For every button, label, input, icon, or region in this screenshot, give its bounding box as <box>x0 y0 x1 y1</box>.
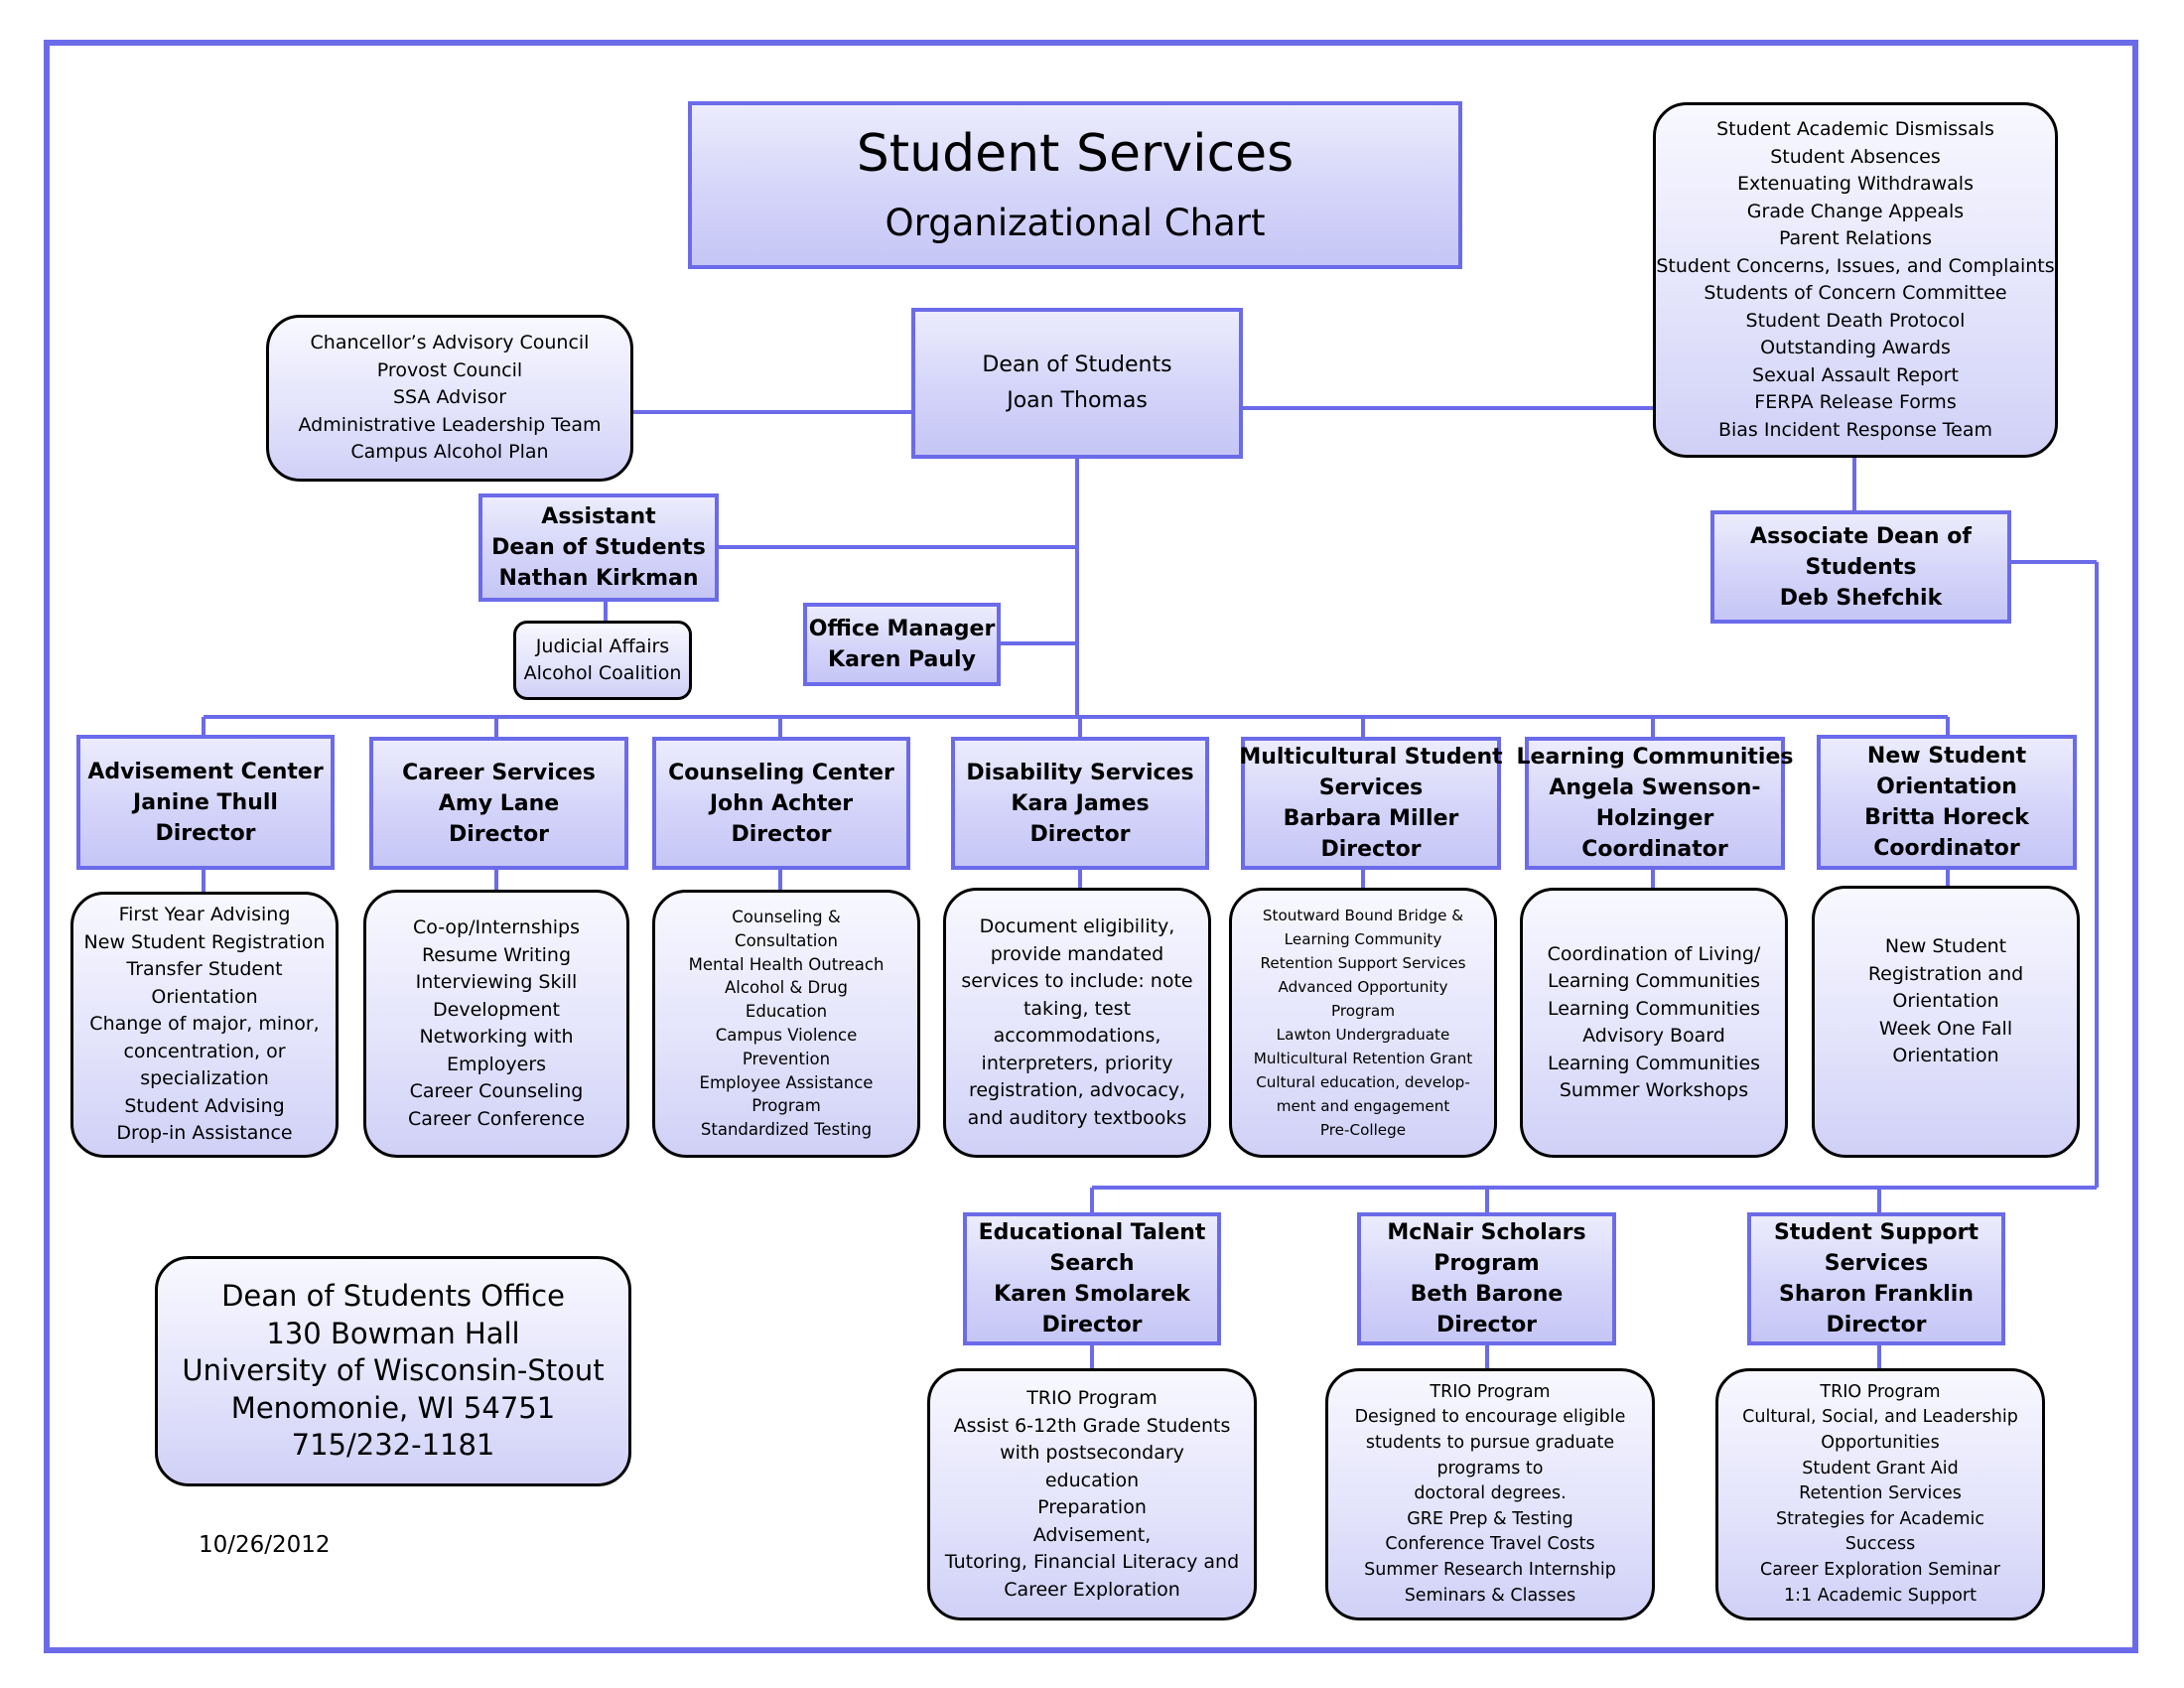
office-university: University of Wisconsin-Stout <box>182 1353 605 1388</box>
dept-header-career: Career Services Amy Lane Director <box>369 737 628 870</box>
dept-header-learning-communities: Learning Communities Angela Swenson- Hol… <box>1517 737 1793 870</box>
responsibility-item: Extenuating Withdrawals <box>1736 173 1974 195</box>
assistant-dean-line: Assistant <box>541 504 656 529</box>
associate-dean-box: Associate Dean of Students Deb Shefchik <box>1710 510 2011 624</box>
dean-box: Dean of Students Joan Thomas <box>911 308 1243 459</box>
responsibility-item: Student Concerns, Issues, and Complaints <box>1656 254 2055 277</box>
committees-box: Chancellor’s Advisory Council Provost Co… <box>266 315 633 482</box>
responsibilities-box: Student Academic Dismissals Student Abse… <box>1653 102 2058 458</box>
responsibility-item: Grade Change Appeals <box>1746 200 1965 222</box>
chart-subtitle: Organizational Chart <box>885 201 1266 244</box>
office-phone: 715/232-1181 <box>291 1428 495 1463</box>
dept-services-counseling: Counseling & Consultation Mental Health … <box>652 890 920 1158</box>
committee-item: Campus Alcohol Plan <box>350 441 549 464</box>
committee-item: Provost Council <box>376 358 523 381</box>
trio-services-educational-talent-search: TRIO Program Assist 6-12th Grade Student… <box>927 1368 1257 1620</box>
associate-dean-line: Students <box>1805 554 1917 580</box>
responsibility-item: Bias Incident Response Team <box>1717 418 1993 441</box>
assistant-dean-name: Nathan Kirkman <box>498 566 699 591</box>
responsibility-item: Parent Relations <box>1778 227 1933 249</box>
committee-item: Administrative Leadership Team <box>298 413 602 436</box>
dept-services-new-student-orientation: New Student Registration and Orientation… <box>1812 886 2080 1158</box>
office-manager-title: Office Manager <box>808 617 996 641</box>
assistant-dean-line: Dean of Students <box>491 535 706 560</box>
assistant-dean-box: Assistant Dean of Students Nathan Kirkma… <box>478 493 719 602</box>
office-city: Menomonie, WI 54751 <box>230 1390 556 1425</box>
dept-services-learning-communities: Coordination of Living/ Learning Communi… <box>1520 888 1788 1158</box>
committee-item: SSA Advisor <box>392 386 507 409</box>
responsibility-item: Student Academic Dismissals <box>1716 118 1994 140</box>
office-room: 130 Bowman Hall <box>266 1316 520 1350</box>
associate-dean-line: Associate Dean of <box>1750 523 1972 549</box>
office-manager-box: Office Manager Karen Pauly <box>803 603 1001 686</box>
office-address-box: Dean of Students Office 130 Bowman Hall … <box>155 1256 631 1486</box>
trio-header-student-support-services: Student Support Services Sharon Franklin… <box>1747 1212 2005 1345</box>
committee-item: Chancellor’s Advisory Council <box>310 332 590 354</box>
dept-header-multicultural: Multicultural Student Services Barbara M… <box>1239 737 1503 870</box>
responsibility-item: Student Death Protocol <box>1745 309 1966 332</box>
dept-services-disability: Document eligibility, provide mandated s… <box>943 888 1211 1158</box>
trio-header-mcnair-scholars: McNair Scholars Program Beth Barone Dire… <box>1357 1212 1616 1345</box>
responsibility-item: Sexual Assault Report <box>1752 363 1959 386</box>
responsibility-item: Outstanding Awards <box>1760 337 1951 358</box>
assistant-duties-box: Judicial Affairs Alcohol Coalition <box>513 621 692 700</box>
trio-services-student-support-services: TRIO Program Cultural, Social, and Leade… <box>1715 1368 2045 1620</box>
office-name: Dean of Students Office <box>221 1279 565 1314</box>
dept-header-new-student-orientation: New Student Orientation Britta Horeck Co… <box>1817 735 2077 870</box>
dept-services-multicultural: Stoutward Bound Bridge & Learning Commun… <box>1229 888 1497 1158</box>
duty-item: Alcohol Coalition <box>523 662 682 684</box>
responsibility-item: Student Absences <box>1770 145 1941 168</box>
dean-title: Dean of Students <box>982 352 1172 377</box>
dept-header-disability: Disability Services Kara James Director <box>951 737 1209 870</box>
responsibility-item: FERPA Release Forms <box>1754 391 1957 413</box>
office-manager-name: Karen Pauly <box>828 647 976 672</box>
dept-header-counseling: Counseling Center John Achter Director <box>652 737 910 870</box>
trio-services-mcnair-scholars: TRIO Program Designed to encourage eligi… <box>1325 1368 1655 1620</box>
chart-title-box: Student Services Organizational Chart <box>688 101 1462 269</box>
dept-services-career: Co-op/Internships Resume Writing Intervi… <box>363 890 629 1158</box>
dept-header-advisement: Advisement Center Janine Thull Director <box>76 735 335 870</box>
responsibility-item: Students of Concern Committee <box>1704 282 2007 304</box>
associate-dean-name: Deb Shefchik <box>1779 585 1943 611</box>
chart-title: Student Services <box>856 123 1295 184</box>
trio-header-educational-talent-search: Educational Talent Search Karen Smolarek… <box>963 1212 1221 1345</box>
dean-name: Joan Thomas <box>1007 388 1148 413</box>
page-frame <box>44 40 2138 1653</box>
chart-date: 10/26/2012 <box>199 1532 331 1558</box>
duty-item: Judicial Affairs <box>535 634 670 657</box>
dept-services-advisement: First Year Advising New Student Registra… <box>70 892 339 1158</box>
